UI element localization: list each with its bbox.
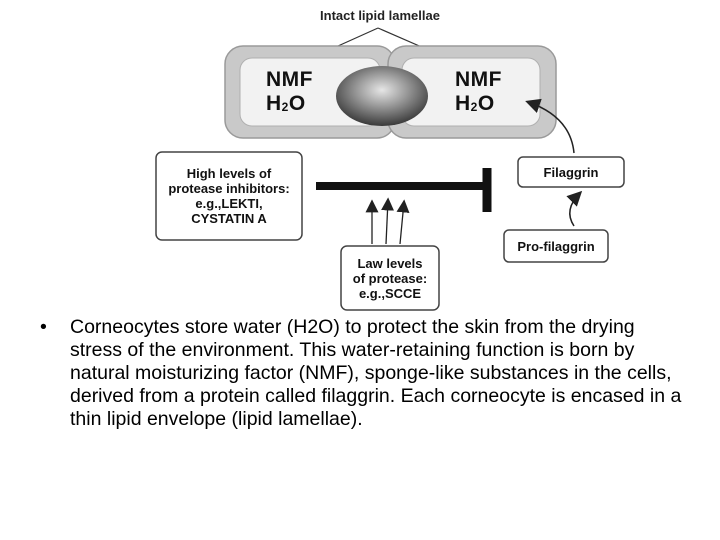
filaggrin-box-frame: [517, 156, 625, 188]
filaggrin-box: Filaggrin: [518, 157, 624, 187]
inhibitors-line-4: CYSTATIN A: [191, 211, 267, 226]
protease-box-frame: [340, 245, 440, 311]
left-cell-water-h: H: [266, 92, 282, 115]
lipid-oval: [336, 66, 428, 126]
right-cell-water: H2O: [455, 92, 502, 118]
right-cell-nmf: NMF: [455, 68, 502, 91]
left-cell-water: H2O: [266, 92, 313, 118]
protease-line-2: of protease:: [352, 270, 428, 286]
bullet-point: •: [40, 316, 47, 338]
inhibitors-line-1: High levels of: [186, 166, 272, 181]
caption: • Corneocytes store water (H2O) to prote…: [40, 316, 690, 431]
profilaggrin-box-frame: [503, 229, 609, 263]
protease-arrow-middle: [381, 197, 395, 245]
right-cell-water-o: O: [477, 92, 495, 115]
protease-arrow-right: [396, 199, 410, 245]
left-cell-nmf: NMF: [266, 68, 313, 91]
profilaggrin-box: Pro-filaggrin: [504, 230, 608, 262]
left-cell-label: NMF H2O: [266, 68, 313, 118]
filaggrin-label: Filaggrin: [543, 164, 599, 180]
inhibitors-line-2: protease inhibitors:: [168, 181, 290, 196]
protease-box: Law levels of protease: e.g.,SCCE: [341, 246, 439, 310]
right-cell-water-h: H: [455, 92, 471, 115]
protease-line-3: e.g.,SCCE: [358, 285, 422, 301]
skin-barrier-diagram: [155, 27, 625, 311]
right-cell-water-sub: 2: [470, 100, 478, 114]
inhibitors-line-3: e.g.,LEKTI,: [195, 196, 263, 211]
top-label: Intact lipid lamellae: [320, 8, 440, 23]
filaggrin-to-cell-arrow: [525, 98, 575, 154]
inhibitors-box: High levels of protease inhibitors: e.g.…: [156, 152, 302, 240]
left-cell-water-sub: 2: [281, 100, 289, 114]
right-cell-label: NMF H2O: [455, 68, 502, 118]
caption-text: Corneocytes store water (H2O) to protect…: [70, 316, 682, 430]
left-cell-water-o: O: [288, 92, 306, 115]
profilaggrin-to-filaggrin-arrow: [566, 190, 583, 227]
profilaggrin-label: Pro-filaggrin: [517, 238, 595, 254]
protease-line-1: Law levels: [357, 255, 423, 271]
inhibitors-box-frame: [155, 151, 303, 241]
